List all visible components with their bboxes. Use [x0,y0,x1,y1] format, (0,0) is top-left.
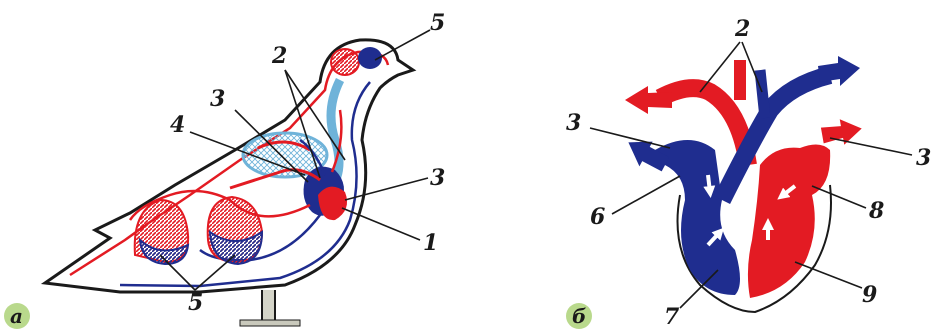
label-8-b: 8 [868,198,884,224]
bird-foot [240,320,300,326]
label-4-a: 4 [170,112,185,138]
label-3-a-right: 3 [430,165,445,191]
heart-diagram: 2 3 3 6 8 7 9 б [566,16,931,330]
panel-b-badge-text: б [572,304,586,328]
label-6-b: 6 [590,204,605,230]
bird-diagram: 2 3 4 5 3 1 5 а [4,10,445,329]
label-3-b-right: 3 [916,145,931,171]
label-3-a-left: 3 [210,86,225,112]
label-2-a: 2 [271,43,287,69]
right-heart-venous [655,140,740,295]
label-9-b: 9 [862,282,877,308]
left-heart-arterial [748,144,830,298]
bird-leg [245,290,290,322]
label-3-b-left: 3 [566,110,581,136]
label-2-b: 2 [734,16,750,42]
panel-a-badge-text: а [10,304,23,328]
label-1-a: 1 [423,230,438,256]
label-7-b: 7 [664,304,680,330]
head-capillaries-red [331,49,359,75]
pulmonary-branch [760,70,765,118]
label-5-a-bottom: 5 [188,290,203,316]
label-5-a-top: 5 [430,10,445,36]
